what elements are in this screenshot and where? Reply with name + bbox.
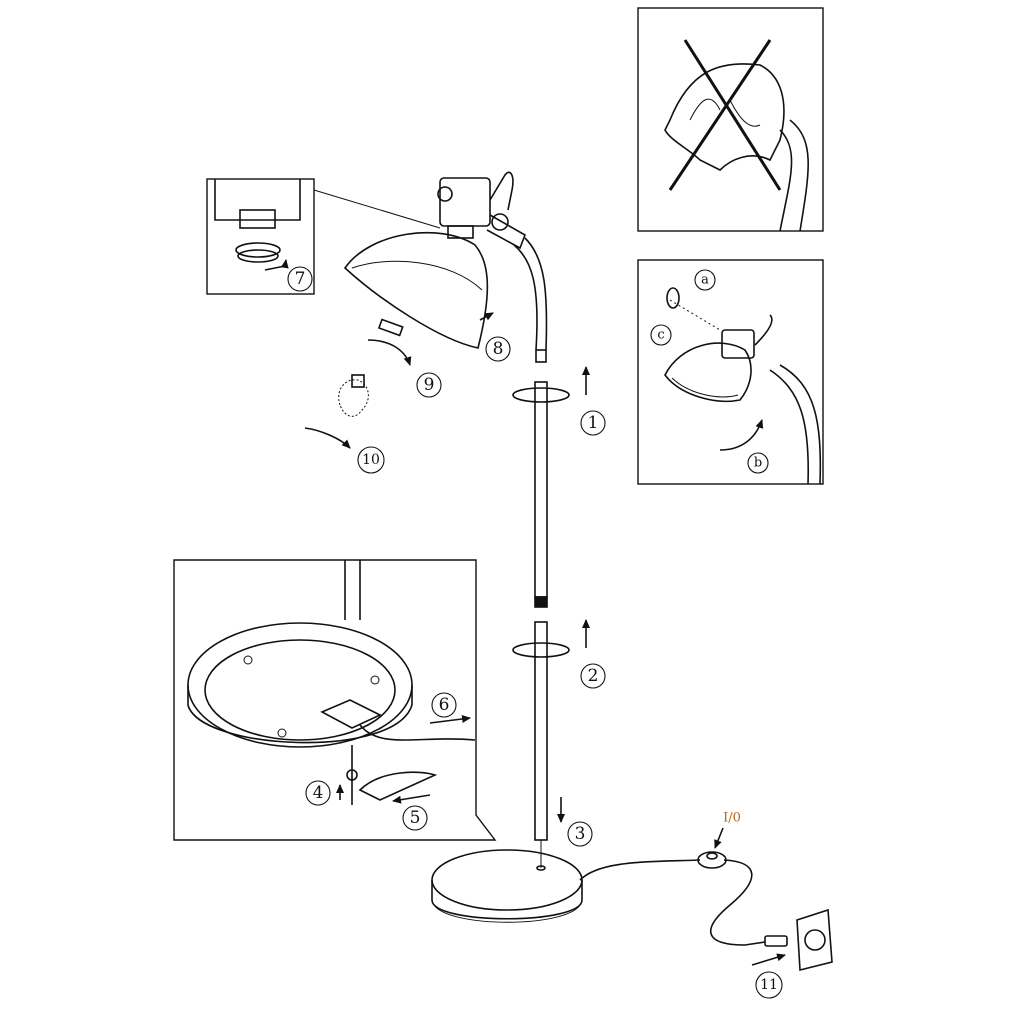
switch-label: I/0 [723, 811, 741, 826]
lampholder-ring-inset [206, 178, 441, 295]
step-9: 9 [424, 375, 435, 395]
warning-do-not-cover-panel [637, 7, 824, 232]
lamp-pole [479, 237, 590, 868]
label-c: c [657, 328, 664, 343]
step-2: 2 [588, 666, 599, 686]
step-7: 7 [295, 269, 306, 289]
wall-socket [796, 908, 833, 972]
step-labels: 1 2 3 4 5 6 7 8 9 10 11 [287, 266, 783, 999]
step-8: 8 [493, 339, 504, 359]
inline-switch[interactable] [697, 851, 727, 869]
bulb [304, 318, 412, 449]
step-10: 10 [362, 452, 380, 468]
cross-out-icon [668, 39, 772, 191]
step-3: 3 [575, 824, 586, 844]
step-4: 4 [313, 783, 324, 803]
step-11: 11 [760, 977, 778, 993]
plug [764, 935, 788, 947]
step-6: 6 [439, 695, 450, 715]
shade-adjustment-detail-panel: a c b [637, 259, 824, 485]
label-a: a [701, 273, 709, 288]
step-1: 1 [588, 413, 599, 433]
label-b: b [754, 456, 762, 471]
power-cord: I/0 [579, 811, 833, 972]
lamp-base [431, 849, 583, 923]
step-5: 5 [410, 808, 421, 828]
lamp-head [343, 171, 526, 349]
base-cable-inset [173, 559, 497, 841]
